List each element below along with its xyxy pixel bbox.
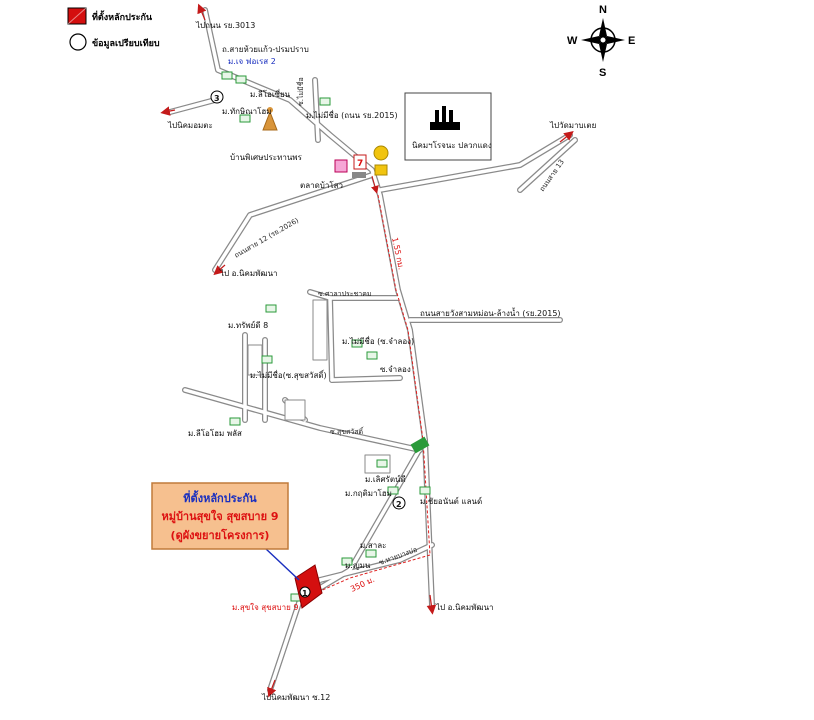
roundabout-icon bbox=[410, 436, 430, 454]
seven-eleven-icon: 7 bbox=[353, 154, 367, 170]
factory-label: นิคมฯโรจนะ ปลวกแดง bbox=[412, 140, 492, 150]
label-to-nikom-pattana2: ไป อ.นิคมพัฒนา bbox=[435, 603, 494, 612]
compare-swatch bbox=[69, 33, 87, 51]
label-mainame-samlong: ม.ไม่มีชื่อ (ซ.จำลอง) bbox=[342, 335, 414, 346]
label-mainame-2015: ม.ไม่มีชื่อ (ถนน รย.2015) bbox=[306, 109, 398, 120]
label-dist-350: 350 ม. bbox=[349, 575, 376, 594]
ptt-station-icon bbox=[373, 145, 389, 176]
callout-title: ที่ตั้งหลักประกัน bbox=[183, 490, 257, 505]
legend-site-label: ที่ตั้งหลักประกัน bbox=[92, 10, 153, 23]
callout-line2: (ดูผังขยายโครงการ) bbox=[171, 528, 270, 543]
temple-icon bbox=[262, 107, 278, 131]
market-icon bbox=[334, 159, 348, 173]
label-ban-phiset: บ้านพิเศษประทานพร bbox=[230, 153, 303, 162]
label-rd-wangkhwang: ถนนสายวังสามหม่อน-ล้างน้ำ (รย.2015) bbox=[420, 307, 561, 318]
compass-n: N bbox=[599, 4, 607, 16]
marker-1-num: 1 bbox=[302, 589, 308, 598]
route-line bbox=[317, 194, 431, 593]
label-soi-samlong: ซ.จำลอง bbox=[380, 365, 411, 374]
label-to-nikom-pattana-s12: ไปนิคมพัฒนา ซ.12 bbox=[261, 693, 330, 702]
direction-arrows bbox=[160, 3, 574, 698]
label-sakae: ม.สาละ bbox=[360, 541, 386, 550]
marker-3 bbox=[210, 90, 224, 104]
legend-compare-label: ข้อมูลเปรียบเทียบ bbox=[92, 38, 160, 49]
label-market: ตลาดบ้าโสว bbox=[300, 180, 343, 190]
factory-box: นิคมฯโรจนะ ปลวกแดง bbox=[404, 92, 492, 161]
label-chaiyanan-land: ม.ชัยอนันต์ แลนด์ bbox=[420, 496, 482, 506]
compass-w: W bbox=[567, 35, 578, 47]
label-to-nikom-amata: ไปนิคมอมตะ bbox=[167, 121, 213, 130]
label-huaykaew-road: ถ.สายห้วยแก้ว-ปรมปราบ bbox=[222, 45, 309, 54]
marker-2-num: 2 bbox=[396, 500, 402, 509]
label-mainame-sukhsawat: ม.ไม่มีชื่อ(ซ.สุขสวัสดิ์) bbox=[250, 369, 327, 380]
label-lertthamdi: ม.เลิศรัตน์ดี bbox=[365, 474, 406, 484]
label-to-wat-mabkhlao: ไปวัดมาบเตย bbox=[549, 121, 596, 130]
label-soi-mainame: ซ.ไม่มีชื่อ bbox=[296, 77, 305, 106]
label-leohome-plus: ม.ลีโอโฮม พลัส bbox=[188, 428, 242, 438]
label-to-nikom-pattana: ไป อ.นิคมพัฒนา bbox=[219, 269, 278, 278]
house-icons bbox=[221, 71, 431, 602]
label-to-rayong3013: ไปถนน รย.3013 bbox=[195, 21, 255, 30]
factory-icon bbox=[430, 106, 460, 130]
compass-icon: N S E W bbox=[567, 4, 635, 79]
label-thaphuphi8: ม.ทรัพย์ดี 8 bbox=[228, 320, 268, 330]
site-polygon: 1 bbox=[294, 564, 323, 609]
svg-text:7: 7 bbox=[357, 159, 363, 169]
legend: ที่ตั้งหลักประกัน ข้อมูลเปรียบเทียบ bbox=[67, 7, 160, 51]
marker-3-num: 3 bbox=[214, 94, 220, 103]
callout-line1: หมู่บ้านสุขใจ สุขสบาย 9 bbox=[161, 509, 278, 524]
roads bbox=[167, 7, 578, 693]
label-soi-salaprachakhom: ซ.ศาลาประชาคม bbox=[318, 290, 372, 298]
label-thakpaiyahom: ม.ทักษิณาโฮม bbox=[222, 106, 272, 116]
compass-s: S bbox=[599, 67, 606, 79]
label-kowtima-home: ม.กฤติมาโฮม bbox=[345, 488, 392, 498]
label-manon: ม.ญมน bbox=[345, 561, 371, 570]
label-forest2: ม.เจ ฟอเรส 2 bbox=[228, 57, 276, 66]
compass-e: E bbox=[628, 35, 635, 47]
site-callout: ที่ตั้งหลักประกัน หมู่บ้านสุขใจ สุขสบาย … bbox=[151, 482, 300, 581]
store-sign-icon bbox=[352, 172, 366, 178]
label-sukjai-sukhsabai: ม.สุขใจ สุขสบาย 9 bbox=[232, 603, 298, 612]
marker-2 bbox=[392, 496, 406, 510]
label-soi-sukhsawat: ซ.สุขสวัสดิ์ bbox=[330, 426, 364, 436]
label-loasian: ม.ลีโอเซี่ยน bbox=[250, 88, 291, 99]
